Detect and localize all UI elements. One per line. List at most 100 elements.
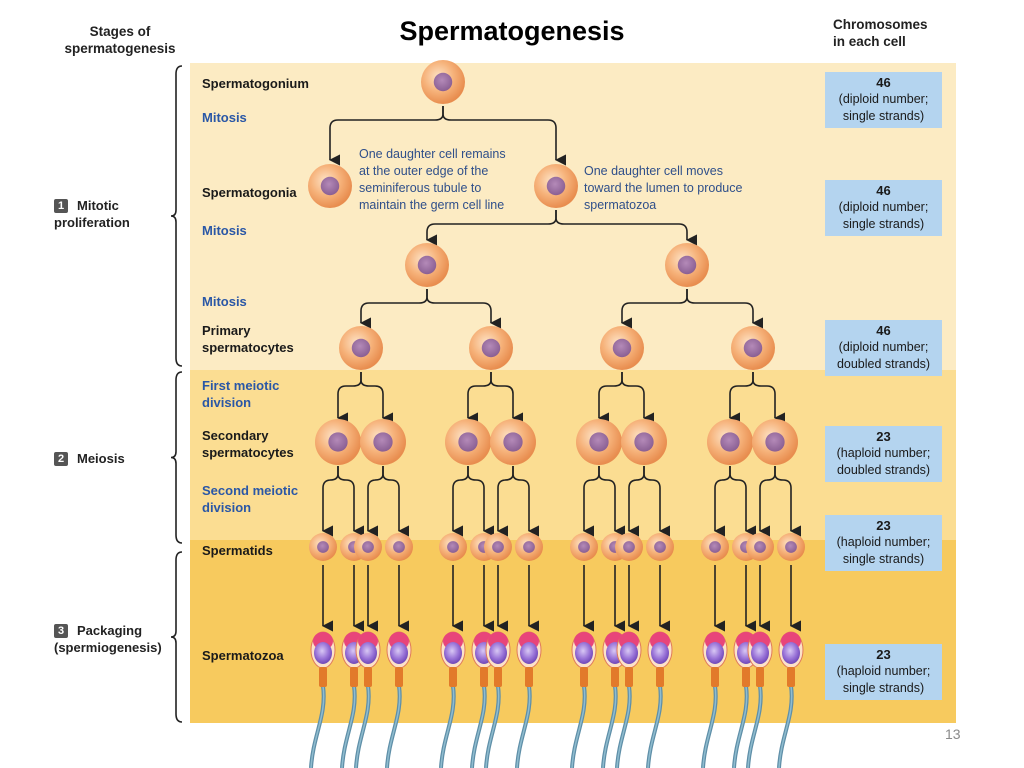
label-secondary-spermatocytes: Secondary spermatocytes xyxy=(202,427,294,461)
branch-arrow xyxy=(490,372,524,424)
stage-number-badge: 2 xyxy=(54,452,68,466)
cell-nucleus xyxy=(754,541,766,553)
sperm-midpiece xyxy=(494,667,502,687)
cells xyxy=(308,60,805,561)
cell-nucleus xyxy=(623,541,635,553)
stage-label-line-2: (spermiogenesis) xyxy=(54,640,162,655)
label-spermatozoa: Spermatozoa xyxy=(202,648,284,663)
branch-arrow xyxy=(512,466,540,537)
branch-arrow xyxy=(451,466,469,537)
sperm-midpiece xyxy=(611,667,619,687)
sperm-nucleus xyxy=(489,642,507,664)
chromosome-count: 46 xyxy=(876,323,891,338)
cell-nucleus xyxy=(317,541,329,553)
chromosome-desc-1: (haploid number; xyxy=(836,446,931,460)
label-line-2: division xyxy=(202,395,252,410)
note-line: seminiferous tubule to xyxy=(359,181,482,195)
sperm-midpiece xyxy=(787,667,795,687)
cell-nucleus xyxy=(634,432,654,452)
sperm-midpiece xyxy=(625,667,633,687)
branch-arrow xyxy=(328,106,444,166)
cell-secondary-spermatocyte xyxy=(445,419,491,465)
page-number: 13 xyxy=(945,726,961,742)
label-line-2: division xyxy=(202,500,252,515)
cell-secondary-spermatocyte xyxy=(360,419,406,465)
stage-label-line-1: Mitotic xyxy=(77,198,119,213)
chromosome-desc-1: (diploid number; xyxy=(838,200,929,214)
sperm-nucleus xyxy=(751,642,769,664)
sperm-nucleus xyxy=(620,642,638,664)
stage-mitotic-proliferation: 1 Mitotic proliferation xyxy=(54,197,130,231)
sperm-nucleus xyxy=(520,642,538,664)
chromosome-desc-2: single strands) xyxy=(842,681,925,695)
sperm-tail-highlight xyxy=(440,685,455,768)
branch-arrow xyxy=(360,372,394,424)
cell-nucleus xyxy=(417,255,437,275)
chromosome-count: 46 xyxy=(876,75,891,90)
label-line-2: spermatocytes xyxy=(202,445,294,460)
sperm-midpiece xyxy=(742,667,750,687)
sperm-tail-highlight xyxy=(778,685,793,768)
sperm-nucleus xyxy=(359,642,377,664)
branch-arrow xyxy=(336,372,362,424)
stage-brace xyxy=(170,371,183,544)
chromosome-desc-2: single strands) xyxy=(842,217,925,231)
sperm-tail-highlight xyxy=(616,685,631,768)
spermatozoon xyxy=(747,631,773,687)
branch-arrow xyxy=(425,210,557,246)
label-spermatogonium: Spermatogonium xyxy=(202,76,309,91)
branch-arrow xyxy=(366,466,384,537)
chromosome-desc-1: (diploid number; xyxy=(838,340,929,354)
note-line: One daughter cell moves xyxy=(584,164,723,178)
chromosome-count: 46 xyxy=(876,183,891,198)
sperm-nucleus xyxy=(706,642,724,664)
cell-nucleus xyxy=(612,338,632,358)
sperm-midpiece xyxy=(756,667,764,687)
spermatozoon xyxy=(702,631,728,687)
note-line: spermatozoa xyxy=(584,198,657,212)
sperm-tail-highlight xyxy=(310,685,325,768)
spermatozoon xyxy=(616,631,642,687)
cell-post-mitosis xyxy=(405,243,449,287)
sperm-tail-highlight xyxy=(747,685,762,768)
chromosome-box-spermatids: 23 (haploid number; single strands) xyxy=(825,515,942,571)
sperm-tail-highlight xyxy=(355,685,370,768)
cell-nucleus xyxy=(481,338,501,358)
sperm-tails xyxy=(309,685,794,768)
sperm-tail-highlight xyxy=(516,685,531,768)
stage-label-line-1: Meiosis xyxy=(77,451,125,466)
cell-nucleus xyxy=(546,176,566,196)
branch-arrow xyxy=(467,466,495,537)
sperm-tail-highlight xyxy=(571,685,586,768)
cell-spermatid xyxy=(515,533,543,561)
cell-spermatid xyxy=(439,533,467,561)
branch-arrow xyxy=(582,466,600,537)
cell-secondary-spermatocyte xyxy=(576,419,622,465)
branch-arrow xyxy=(598,466,626,537)
cell-nucleus xyxy=(743,338,763,358)
cell-secondary-spermatocyte xyxy=(707,419,753,465)
stages-header-line-1: Stages of xyxy=(89,24,151,39)
note-toward-lumen: One daughter cell moves toward the lumen… xyxy=(584,163,742,214)
cell-nucleus xyxy=(447,541,459,553)
branch-arrow xyxy=(496,466,514,537)
stage-number-badge: 1 xyxy=(54,199,68,213)
chromosome-count: 23 xyxy=(876,647,891,662)
sperm-tail-highlight xyxy=(647,685,662,768)
chromosome-box-secondary-spermatocytes: 23 (haploid number; doubled strands) xyxy=(825,426,942,482)
cell-spermatogonia xyxy=(534,164,578,208)
stage-label-line-2: proliferation xyxy=(54,215,130,230)
label-mitosis-2: Mitosis xyxy=(202,223,247,238)
branch-arrow xyxy=(643,466,671,537)
chromosome-desc-2: single strands) xyxy=(842,109,925,123)
cell-spermatid xyxy=(570,533,598,561)
chromosome-count: 23 xyxy=(876,518,891,533)
sperm-midpiece xyxy=(364,667,372,687)
cell-nucleus xyxy=(328,432,348,452)
branch-arrow xyxy=(620,289,688,329)
sperm-tail-highlight xyxy=(341,685,356,768)
stage-brace xyxy=(170,65,183,367)
label-mitosis-3: Mitosis xyxy=(202,294,247,309)
cell-nucleus xyxy=(351,338,371,358)
sperm-midpiece xyxy=(525,667,533,687)
